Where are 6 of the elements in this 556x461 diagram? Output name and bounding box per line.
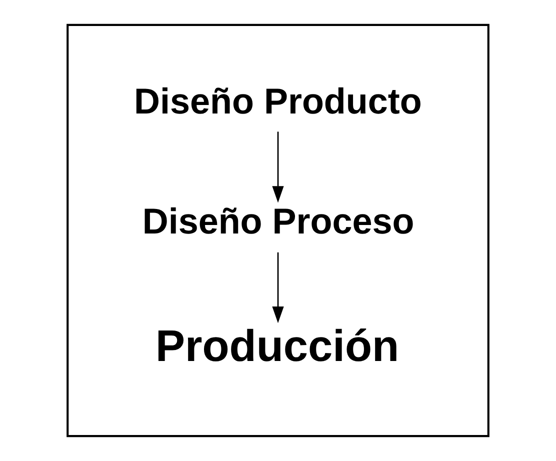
node-text: Diseño Proceso (142, 200, 414, 242)
node-text: Diseño Producto (134, 80, 422, 122)
node-text: Producción (156, 322, 400, 371)
arrow (272, 132, 284, 203)
arrow (272, 252, 284, 324)
cluster (66, 24, 490, 438)
